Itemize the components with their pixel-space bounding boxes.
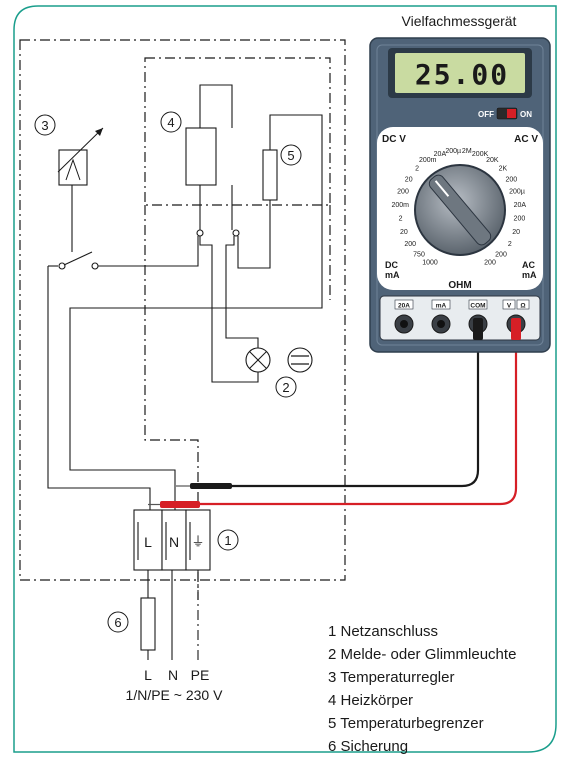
meter-title: Vielfachmessgerät: [402, 13, 517, 29]
dial-range-label: 200m: [419, 157, 437, 164]
dial-range-label: 200K: [472, 151, 489, 158]
fuse: [140, 597, 156, 651]
black-probe-lead: [232, 336, 480, 488]
jack-label: V: [507, 303, 512, 310]
housing-outline: [19, 39, 346, 581]
legend-item: 1 Netzanschluss: [328, 623, 438, 640]
regulator-arrow: [57, 127, 104, 173]
dial-range-label: 2K: [499, 166, 508, 173]
switch-on-label: ON: [520, 110, 532, 119]
dial-range-label: 200µ: [445, 148, 461, 155]
dial-range-label: 200: [484, 260, 496, 267]
dial-range-label: 2M: [462, 148, 472, 155]
black-plug: [473, 318, 483, 340]
meter-display: [395, 53, 525, 93]
terminal-pe-label: ⏚: [191, 534, 204, 549]
dial-range-label: 20A: [434, 151, 447, 158]
regulator-symbol: [65, 158, 81, 181]
badge-2: 2: [282, 380, 289, 395]
red-probe-tip: [160, 501, 200, 508]
legend-item: 5 Temperaturbegrenzer: [328, 715, 484, 732]
dial-range-label: 200: [505, 176, 517, 183]
outer-frame: [13, 5, 557, 753]
jack-hole: [437, 320, 445, 328]
heating-element: [185, 127, 217, 186]
legend-item: 3 Temperaturregler: [328, 669, 454, 686]
dial-range-label: 750: [413, 251, 425, 258]
glow-lamp: [287, 347, 313, 373]
jack-panel: [379, 295, 541, 341]
badge-5: 5: [287, 148, 294, 163]
dial-range-label: 2: [399, 216, 403, 223]
red-probe-lead: [198, 336, 518, 506]
terminal-block: [133, 509, 211, 571]
switch-off-label: OFF: [478, 110, 494, 119]
jack-label: mA: [436, 303, 447, 310]
dial-range-label: 20: [405, 176, 413, 183]
dial-range-label: 20A: [514, 202, 527, 209]
dial-range-label: 200µ: [509, 189, 525, 196]
jack-label: Ω: [520, 303, 525, 310]
acv-label: AC V: [514, 134, 538, 145]
temperature-regulator: [58, 149, 88, 186]
dial-range-label: 200: [495, 251, 507, 258]
jack-label-box: [516, 299, 530, 310]
indicator-lamp: [245, 347, 271, 373]
meter-reading: 25.00: [415, 58, 509, 91]
regulator-arrowhead: [95, 128, 103, 136]
badge-3: 3: [41, 118, 48, 133]
dial-range-label: 200: [404, 241, 416, 248]
bottom-pe-label: PE: [191, 667, 210, 683]
terminal-n-label: N: [169, 534, 179, 550]
dial-range-label: 200: [514, 216, 526, 223]
regulator-switch-blade: [63, 251, 93, 266]
number-badges: [34, 111, 302, 633]
dial-range-label: 2: [508, 241, 512, 248]
dial-range-label: 200: [397, 189, 409, 196]
jack-label: COM: [470, 303, 485, 310]
temperature-limiter: [262, 149, 278, 201]
badge-4: 4: [167, 115, 174, 130]
red-plug: [511, 318, 521, 340]
jack-label-box: [431, 299, 451, 310]
legend-item: 6 Sicherung: [328, 738, 408, 755]
jack-label-box: [394, 299, 414, 310]
legend-item: 2 Melde- oder Glimmleuchte: [328, 646, 516, 663]
badge-6: 6: [114, 615, 121, 630]
terminal-nodes: [58, 229, 240, 270]
supply-label: 1/N/PE ~ 230 V: [126, 687, 224, 703]
jack-label: 20A: [398, 303, 410, 310]
black-probe-tip: [190, 483, 232, 489]
jack-label-box: [502, 299, 516, 310]
jack-hole: [400, 320, 408, 328]
dcv-label: DC V: [382, 134, 406, 145]
bottom-l-label: L: [144, 667, 152, 683]
dial-range-label: 200m: [391, 202, 409, 209]
terminal-l-label: L: [144, 534, 152, 550]
dial-range-label: 1000: [422, 260, 438, 267]
jack-label-box: [468, 299, 488, 310]
heater-box-outline: [144, 57, 331, 206]
ohm-label: OHM: [448, 280, 471, 291]
dial-range-label: 20K: [486, 157, 499, 164]
dial-range-label: 20: [400, 229, 408, 236]
wiring: [47, 84, 323, 660]
dial-range-label: 2: [415, 166, 419, 173]
legend: 1 Netzanschluss 2 Melde- oder Glimmleucht…: [328, 623, 516, 755]
badge-1: 1: [224, 533, 231, 548]
bottom-n-label: N: [168, 667, 178, 683]
legend-item: 4 Heizkörper: [328, 692, 413, 709]
dial-range-label: 20: [512, 229, 520, 236]
